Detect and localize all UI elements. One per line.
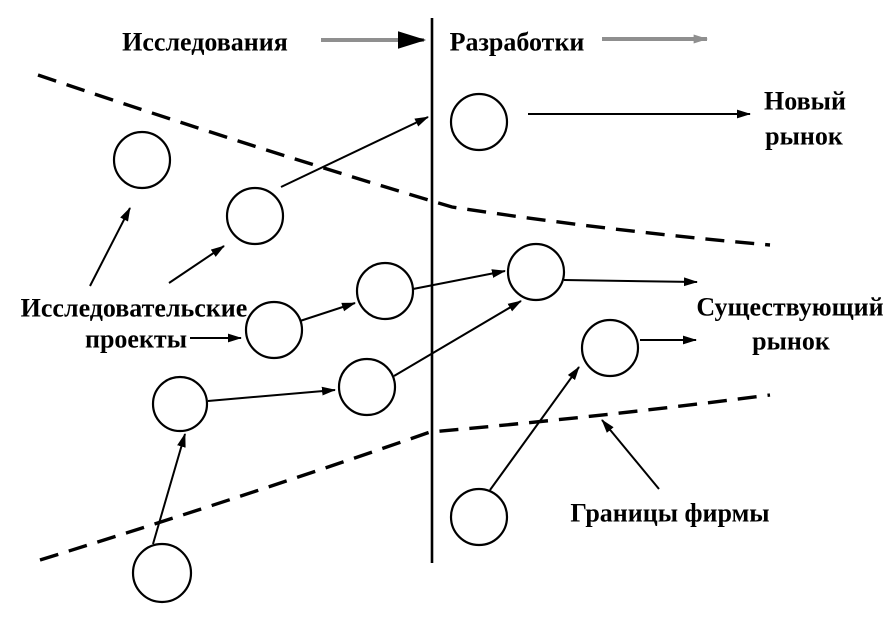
research-phase-label: Исследования: [122, 28, 288, 57]
arrow-circle-7-to-circle-6: [393, 300, 522, 377]
research-projects-label-line2: проекты: [85, 325, 187, 354]
project-circle-7: [337, 357, 397, 417]
arrow-circle-5-to-circle-4: [299, 302, 356, 322]
firm-boundary-lower-dashed-line: [39, 393, 771, 562]
firm-boundaries-label: Границы фирмы: [570, 499, 769, 528]
new-market-label-line2: рынок: [765, 122, 843, 151]
project-circle-10: [449, 487, 509, 547]
arrow-into-circle-1: [89, 207, 131, 287]
research-projects-label-line1: Исследовательские: [21, 294, 248, 323]
development-phase-label: Разработки: [450, 28, 585, 57]
project-circle-6: [506, 242, 566, 302]
arrow-circle-10-to-circle-9: [489, 366, 580, 491]
arrow-circle-8-to-circle-7: [207, 386, 336, 402]
firm-boundary-upper-dashed-line: [37, 73, 771, 247]
arrow-firm-boundary-pointer: [601, 419, 660, 490]
project-circle-3: [449, 92, 509, 152]
project-circle-5: [244, 300, 304, 360]
arrow-circle-2-to-circle-3: [280, 116, 429, 188]
project-circle-11: [131, 542, 193, 604]
project-circle-9: [580, 318, 640, 378]
project-circle-4: [355, 261, 415, 321]
arrow-circle-11-to-circle-8: [152, 433, 186, 545]
existing-market-label-line1: Существующий: [696, 293, 883, 322]
existing-market-label-line2: рынок: [752, 327, 830, 356]
arrow-into-circle-2: [168, 245, 225, 284]
new-market-label-line1: Новый: [764, 87, 846, 116]
project-circle-2: [225, 186, 285, 246]
project-circle-8: [151, 375, 209, 433]
arrow-circle-4-to-circle-6: [412, 269, 506, 290]
project-circle-1: [112, 130, 172, 190]
arrow-circle-6-to-existing-market: [563, 277, 698, 287]
